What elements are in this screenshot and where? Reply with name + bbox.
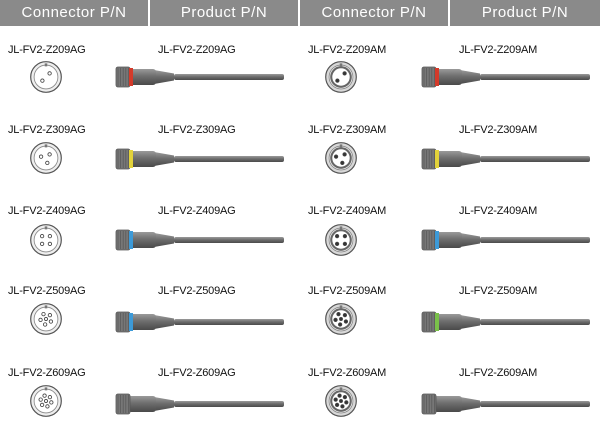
- cable-product-icon: [115, 311, 284, 333]
- cable-product-icon: [115, 66, 284, 88]
- connector-pn-label: JL-FV2-Z409AG: [8, 205, 86, 217]
- connector-face-icon: [30, 224, 62, 256]
- cable-product-icon: [421, 148, 590, 170]
- cable-product-icon: [421, 311, 590, 333]
- connector-pn-label: JL-FV2-Z209AG: [8, 44, 86, 56]
- cable-product-icon: [115, 148, 284, 170]
- connector-pn-label: JL-FV2-Z509AM: [308, 285, 387, 297]
- connector-pn-label: JL-FV2-Z309AG: [8, 124, 86, 136]
- product-pn-label: JL-FV2-Z609AM: [459, 367, 538, 379]
- connector-pn-label: JL-FV2-Z609AG: [8, 367, 86, 379]
- connector-pn-label: JL-FV2-Z209AM: [308, 44, 387, 56]
- connector-pn-label: JL-FV2-Z609AM: [308, 367, 387, 379]
- product-pn-label: JL-FV2-Z409AG: [158, 205, 236, 217]
- cable-product-icon: [421, 229, 590, 251]
- connector-pn-label: JL-FV2-Z409AM: [308, 205, 387, 217]
- connector-pn-label: JL-FV2-Z509AG: [8, 285, 86, 297]
- header-connector-pn-left: Connector P/N: [0, 0, 148, 26]
- product-pn-label: JL-FV2-Z309AM: [459, 124, 538, 136]
- connector-pn-label: JL-FV2-Z309AM: [308, 124, 387, 136]
- product-pn-label: JL-FV2-Z509AM: [459, 285, 538, 297]
- connector-face-icon: [325, 303, 357, 335]
- connector-face-icon: [325, 61, 357, 93]
- cable-product-icon: [421, 393, 590, 415]
- connector-face-icon: [30, 385, 62, 417]
- product-pn-label: JL-FV2-Z309AG: [158, 124, 236, 136]
- connector-face-icon: [325, 142, 357, 174]
- product-pn-label: JL-FV2-Z409AM: [459, 205, 538, 217]
- product-pn-label: JL-FV2-Z509AG: [158, 285, 236, 297]
- connector-face-icon: [30, 142, 62, 174]
- header-product-pn-left: Product P/N: [150, 0, 298, 26]
- connector-face-icon: [325, 385, 357, 417]
- header-connector-pn-right: Connector P/N: [300, 0, 448, 26]
- product-pn-label: JL-FV2-Z209AM: [459, 44, 538, 56]
- cable-product-icon: [421, 66, 590, 88]
- product-pn-label: JL-FV2-Z209AG: [158, 44, 236, 56]
- connector-face-icon: [325, 224, 357, 256]
- connector-face-icon: [30, 303, 62, 335]
- header-product-pn-right: Product P/N: [450, 0, 600, 26]
- cable-product-icon: [115, 229, 284, 251]
- connector-face-icon: [30, 61, 62, 93]
- product-pn-label: JL-FV2-Z609AG: [158, 367, 236, 379]
- cable-product-icon: [115, 393, 284, 415]
